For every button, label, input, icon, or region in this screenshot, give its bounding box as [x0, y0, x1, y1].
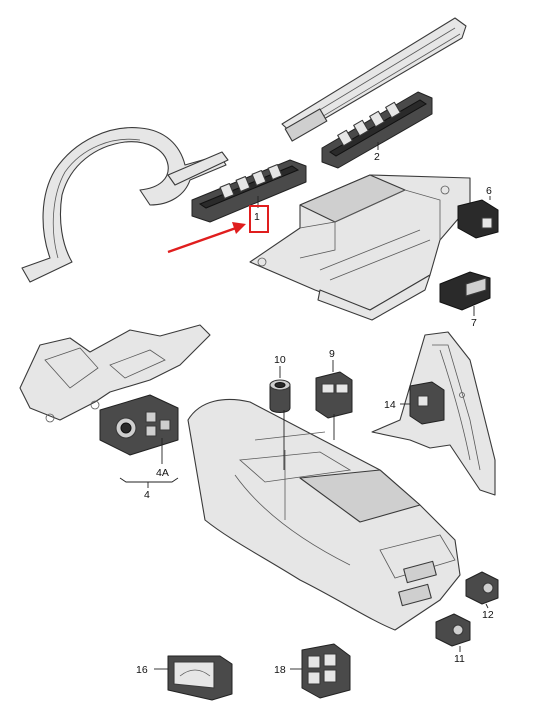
callout-1: 1: [254, 211, 260, 223]
callout-7: 7: [471, 317, 477, 329]
highlight-box: [249, 205, 269, 233]
callout-6: 6: [486, 185, 492, 197]
switch-module-2: [321, 91, 433, 169]
center-console: [187, 398, 461, 631]
light-switch-4a: [99, 394, 179, 456]
leader-12: [485, 603, 489, 609]
cluster-trim-bezel: [21, 127, 229, 283]
switch-16: [167, 655, 233, 701]
callout-16: 16: [136, 664, 148, 676]
switch-7: [439, 271, 491, 311]
callout-2: 2: [374, 151, 380, 163]
callout-9: 9: [329, 348, 335, 360]
switch-12: [465, 571, 499, 605]
switch-18: [301, 643, 351, 699]
switch-9: [315, 371, 353, 419]
dash-lower-trim: [19, 324, 211, 423]
dash-trim-strip: [281, 17, 467, 142]
switch-11: [435, 613, 471, 647]
highlight-arrow: [167, 226, 237, 254]
switch-6: [457, 199, 499, 239]
switch-14: [409, 381, 445, 425]
switch-module-1: [191, 159, 307, 223]
highlight-arrowhead: [232, 222, 246, 234]
callout-4a: 4A: [156, 467, 169, 479]
bracket-4: [119, 477, 179, 483]
callout-12: 12: [482, 609, 494, 621]
callout-10: 10: [274, 354, 286, 366]
center-tray-housing: [249, 174, 471, 321]
callout-18: 18: [274, 664, 286, 676]
callout-11: 11: [454, 653, 465, 665]
callout-14: 14: [384, 399, 396, 411]
socket-10: [269, 379, 291, 413]
callout-4: 4: [144, 489, 150, 501]
